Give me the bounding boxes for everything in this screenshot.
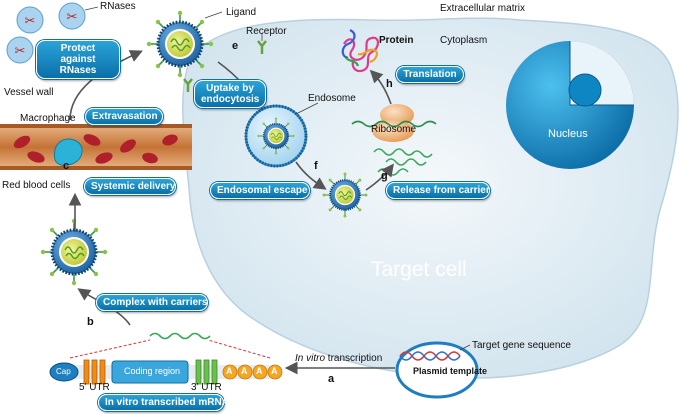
pill-in-vitro-transcribed-mrna: In vitro transcribed mRNA — [98, 394, 229, 411]
pill-extravasation: Extravasation — [85, 108, 163, 125]
arrow-g — [365, 163, 394, 191]
poly-a-1: A — [226, 366, 233, 376]
blood-vessel — [0, 124, 192, 170]
plasmid-icon — [395, 341, 479, 399]
carrier-nanoparticle-icon — [40, 218, 108, 286]
step-c: c — [63, 160, 70, 172]
ribosome-label: Ribosome — [371, 124, 417, 135]
svg-text:✂: ✂ — [15, 44, 26, 59]
ribosome-icon — [351, 104, 437, 142]
receptor-icon — [183, 40, 267, 92]
macrophage-label: Macrophage — [20, 113, 76, 124]
in-vitro-transcription-label: In vitro transcription — [295, 353, 383, 364]
extracellular-matrix-label: Extracellular matrix — [440, 3, 526, 14]
endosome-label: Endosome — [308, 93, 356, 104]
arrow-f — [295, 161, 327, 190]
svg-text:✂: ✂ — [67, 10, 78, 25]
coding-region-label: Coding region — [124, 366, 181, 376]
step-a: a — [328, 373, 335, 385]
rnases-label: RNases — [100, 1, 136, 12]
pill-endosomal-escape: Endosomal escape — [210, 182, 310, 199]
pill-complex-with-carriers: Complex with carriers — [96, 294, 208, 311]
vessel-wall-label: Vessel wall — [4, 87, 54, 98]
carrier-nanoparticle-icon — [146, 10, 214, 78]
receptor-label: Receptor — [246, 26, 287, 37]
poly-a-3: A — [256, 366, 263, 376]
pill-release-from-carrier: Release from carrier — [386, 182, 490, 199]
pill-protect-against-rnases: Protect against RNases — [36, 40, 120, 79]
rnase-icon: ✂ ✂ ✂ — [6, 2, 99, 64]
mrna-strand-icon — [149, 332, 211, 340]
mrna-construct — [49, 359, 283, 385]
step-g: g — [381, 170, 388, 182]
carrier-nanoparticle-icon — [322, 172, 368, 218]
svg-text:✂: ✂ — [25, 14, 36, 29]
cap-icon — [49, 362, 79, 382]
nucleus-icon — [506, 41, 634, 169]
pill-uptake-by-endocytosis: Uptake by endocytosis — [194, 80, 266, 108]
poly-a-4: A — [271, 366, 278, 376]
pill-translation: Translation — [396, 66, 464, 83]
arrow-d — [69, 50, 143, 121]
step-e: e — [232, 40, 239, 52]
step-h: h — [386, 78, 393, 90]
arrow-h — [369, 69, 392, 105]
ligand-label: Ligand — [226, 7, 257, 18]
red-blood-cells-label: Red blood cells — [2, 180, 71, 191]
target-cell-label: Target cell — [371, 258, 467, 281]
poly-a-2: A — [241, 366, 248, 376]
step-b: b — [87, 316, 94, 328]
nucleus-label: Nucleus — [548, 128, 588, 140]
step-f: f — [314, 160, 318, 172]
cap-label: Cap — [56, 367, 71, 376]
utr5-label: 5’ UTR — [79, 382, 110, 393]
protein-label: Protein — [379, 35, 414, 46]
red-blood-cells-icon — [13, 134, 178, 164]
macrophage-icon — [53, 138, 83, 166]
cytoplasm-label: Cytoplasm — [440, 35, 488, 46]
pill-systemic-delivery: Systemic delivery — [84, 178, 176, 195]
plasmid-template-label: Plasmid template — [413, 366, 488, 376]
protein-structure-icon — [341, 29, 380, 73]
utr3-label: 3’ UTR — [191, 382, 222, 393]
target-gene-sequence-label: Target gene sequence — [472, 340, 571, 351]
